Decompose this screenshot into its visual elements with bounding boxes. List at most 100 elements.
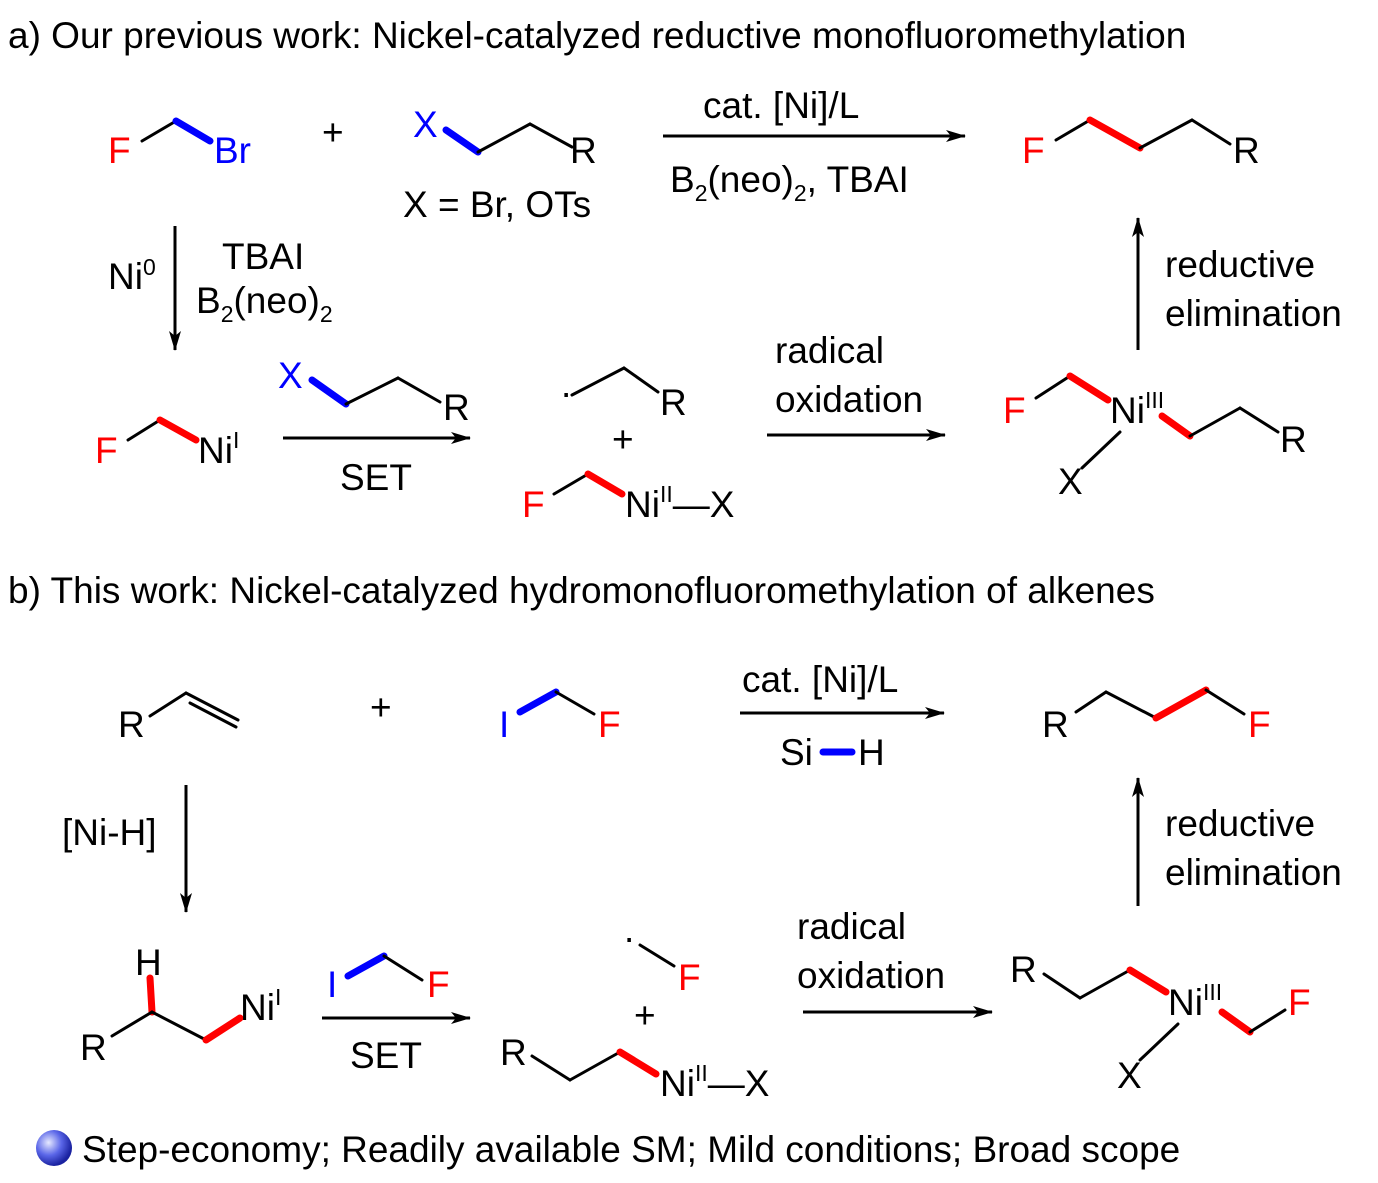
a-bond-c-c-1 — [476, 122, 532, 154]
a-product-r: R — [1233, 130, 1260, 171]
b-bond-alk-3 — [188, 701, 238, 729]
a-bond-niIII-r1 — [1158, 412, 1194, 440]
b-oxidation-label: oxidation — [797, 955, 945, 996]
a-bond-niIII-c — [1066, 372, 1112, 404]
a-radical-r: R — [660, 382, 687, 423]
b-bond-rad — [638, 943, 676, 968]
a-elimination-label: elimination — [1165, 293, 1342, 334]
b-elimination-label: elimination — [1165, 852, 1342, 893]
panel-b-title: b) This work: Nickel-catalyzed hydromono… — [8, 570, 1155, 611]
a-bond-p-2 — [1086, 116, 1144, 152]
a-niII-complex: NiII—X — [625, 481, 734, 525]
a-bond-c-c-2 — [528, 122, 574, 149]
b-product-r: R — [1042, 704, 1069, 745]
bond-layer — [110, 116, 1287, 1082]
a-cond-top: cat. [Ni]/L — [703, 85, 859, 126]
b-niII-r: R — [500, 1032, 527, 1073]
a-niIII-r: R — [1280, 419, 1307, 460]
b-bond-an-1 — [110, 1010, 154, 1038]
a-plus-2: + — [612, 419, 634, 460]
a-alkyl-x: X — [413, 104, 438, 145]
a-fch2ni-ni: NiI — [198, 427, 239, 471]
b-bond-p-1 — [1074, 690, 1108, 714]
b-niIII-f: F — [1288, 982, 1311, 1023]
b-radical-f: F — [678, 957, 701, 998]
a-bond-x-c — [442, 126, 482, 156]
a-bond-rad-2 — [622, 366, 660, 394]
a-bond-niII-2 — [584, 470, 626, 498]
a-bond-niII-1 — [552, 472, 590, 496]
a-fch2br-f: F — [108, 130, 131, 171]
a-bond-niIII-r2 — [1188, 406, 1242, 438]
a-bond-set-x — [308, 376, 350, 408]
a-niIII-f: F — [1003, 390, 1026, 431]
a-niIII-ni: NiIII — [1110, 387, 1164, 431]
a-bond-p-3 — [1138, 118, 1194, 150]
b-cond-top: cat. [Ni]/L — [742, 659, 898, 700]
b-niIII-r: R — [1010, 949, 1037, 990]
b-plus-1: + — [370, 687, 392, 728]
b-radical-dot: · — [623, 917, 635, 958]
a-bond-set-c2 — [396, 376, 442, 404]
b-bond-niII-3 — [616, 1048, 660, 1078]
a-fch2br-br: Br — [214, 130, 251, 171]
b-alkylni-r: R — [80, 1027, 107, 1068]
a-fch2ni-f: F — [95, 430, 118, 471]
b-bond-niIII-3 — [1126, 966, 1170, 996]
b-bond-niII-1 — [530, 1054, 572, 1082]
b-bond-niII-2 — [568, 1050, 622, 1082]
a-bond-niIII-x — [1080, 430, 1122, 470]
b-bond-niIII-5 — [1248, 1008, 1287, 1034]
a-oxidation-label: oxidation — [775, 379, 923, 420]
b-bond-an-3 — [202, 1014, 244, 1044]
b-set-label: SET — [350, 1035, 422, 1076]
a-bond-niIII-f — [1034, 374, 1072, 400]
a-radical-label: radical — [775, 330, 884, 371]
a-plus-1: + — [322, 112, 344, 153]
b-bond-h — [146, 974, 156, 1016]
a-ni0-label: Ni0 — [108, 254, 156, 297]
a-bond-p-1 — [1054, 118, 1092, 142]
b-reductive-label: reductive — [1165, 803, 1315, 844]
arrow-layer — [169, 130, 1144, 1024]
a-niIII-x: X — [1058, 461, 1083, 502]
a-product-f: F — [1022, 130, 1045, 171]
a-set-label: SET — [340, 457, 412, 498]
a-b2neo2-label: B2(neo)2 — [196, 280, 333, 327]
b-cond-h: H — [858, 732, 885, 773]
b-niIII-ni: NiIII — [1168, 979, 1222, 1023]
b-ich2f-f: F — [598, 704, 621, 745]
a-bond-niIII-r3 — [1238, 406, 1280, 434]
b-bond-icf-2 — [554, 690, 596, 716]
b-bond-an-2 — [150, 1010, 208, 1042]
a-bond-fni-1 — [126, 418, 162, 442]
b-set-reagent-f: F — [427, 964, 450, 1005]
b-bond-niIII-2 — [1078, 968, 1132, 1000]
b-bond-niIII-x — [1138, 1022, 1180, 1062]
a-tbai-label: TBAI — [222, 236, 304, 277]
b-bond-alk-2 — [184, 691, 240, 722]
a-reductive-label: reductive — [1165, 244, 1315, 285]
b-alkylni-h: H — [135, 942, 162, 983]
a-bond-f-ch2 — [140, 119, 178, 143]
b-radical-label: radical — [797, 906, 906, 947]
b-bond-icf-1 — [516, 688, 560, 716]
b-niII-complex: NiII—X — [660, 1060, 769, 1104]
b-cond-si: Si — [780, 732, 813, 773]
a-radical-dot: · — [560, 372, 572, 413]
b-bond-set-i — [344, 952, 388, 980]
b-plus-2: + — [634, 995, 656, 1036]
b-bond-set-f — [382, 954, 424, 982]
b-alkene-r: R — [118, 704, 145, 745]
b-ich2f-i: I — [499, 704, 509, 745]
a-alkyl-r: R — [570, 130, 597, 171]
a-bond-fni-2 — [156, 416, 200, 444]
b-alkylni-ni: NiI — [240, 984, 281, 1028]
panel-a-title: a) Our previous work: Nickel-catalyzed r… — [8, 15, 1186, 56]
sphere-bullet-icon — [36, 1130, 72, 1166]
footer-highlights: Step-economy; Readily available SM; Mild… — [82, 1129, 1180, 1170]
b-bond-alk-1 — [148, 691, 188, 718]
a-bond-rad-1 — [570, 366, 626, 397]
